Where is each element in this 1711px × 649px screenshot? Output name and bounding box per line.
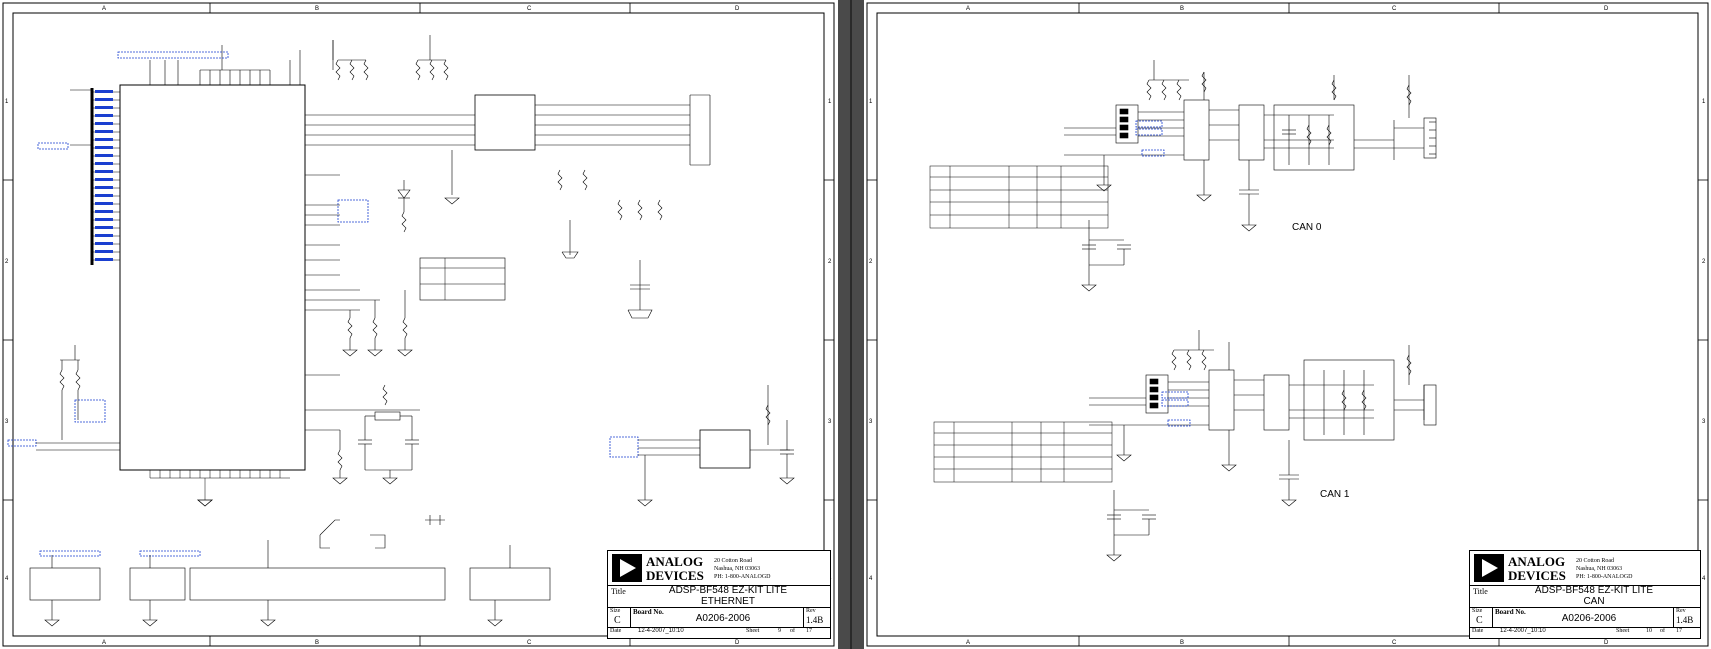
- svg-text:3: 3: [1702, 419, 1706, 425]
- title-label-can: Title: [1473, 587, 1488, 596]
- svg-text:B: B: [315, 640, 319, 646]
- svg-text:1: 1: [1702, 99, 1706, 105]
- svg-text:2: 2: [1702, 259, 1706, 265]
- company-phone: PH: 1-800-ANALOGD: [714, 574, 771, 580]
- rev-label: Rev: [806, 608, 816, 614]
- svg-text:B: B: [1180, 6, 1184, 12]
- of-label: of: [790, 628, 795, 634]
- date-label: Date: [610, 628, 622, 634]
- svg-text:4: 4: [1702, 576, 1706, 582]
- analog-devices-logo: [612, 554, 642, 582]
- svg-text:2: 2: [869, 259, 873, 265]
- svg-text:4: 4: [5, 576, 9, 582]
- can0-label: CAN 0: [1292, 222, 1322, 233]
- date-value-can: 12-4-2007_10:10: [1500, 628, 1546, 634]
- sheet-total-can: 17: [1676, 628, 1682, 634]
- title-block-can: ANALOG DEVICES 20 Cotton Road Nashua, NH…: [1469, 550, 1701, 639]
- company-phone-can: PH: 1-800-ANALOGD: [1576, 574, 1633, 580]
- sheet-total: 17: [806, 628, 812, 634]
- company-address2-can: Nashua, NH 03063: [1576, 566, 1623, 572]
- title-block: ANALOG DEVICES 20 Cotton Road Nashua, NH…: [607, 550, 831, 639]
- sheet-number-can: 10: [1646, 628, 1652, 634]
- sheet-number: 9: [778, 628, 781, 634]
- svg-text:C: C: [527, 640, 532, 646]
- title-line1-can: ADSP-BF548 EZ-KIT LITE: [1534, 585, 1654, 596]
- svg-text:3: 3: [5, 419, 9, 425]
- company-address1-can: 20 Cotton Road: [1576, 558, 1615, 564]
- svg-text:D: D: [735, 6, 740, 12]
- analog-devices-logo-can: [1474, 554, 1504, 582]
- svg-text:3: 3: [828, 419, 832, 425]
- company-header-can: ANALOG DEVICES 20 Cotton Road Nashua, NH…: [1470, 551, 1700, 586]
- title-line2: ETHERNET: [701, 596, 755, 607]
- svg-text:B: B: [1180, 640, 1184, 646]
- board-value-can: A0206-2006: [1561, 613, 1617, 624]
- board-label: Board No.: [633, 608, 664, 616]
- svg-text:C: C: [527, 6, 532, 12]
- date-value: 12-4-2007_10:10: [638, 628, 684, 634]
- date-row-can: Date 12-4-2007_10:10 Sheet 10 of 17: [1470, 627, 1700, 638]
- rev-value-can: 1.4B: [1676, 615, 1694, 625]
- svg-text:1: 1: [5, 99, 9, 105]
- of-label-can: of: [1660, 628, 1665, 634]
- schematic-sheet-can: A B C D A B C D 1 2 3 4 1 2 3 4 CAN 0 CAN 1 ANALOG D…: [864, 0, 1711, 649]
- svg-text:1: 1: [828, 99, 832, 105]
- svg-text:1: 1: [869, 99, 873, 105]
- company-header: ANALOG DEVICES 20 Cotton Road Nashua, NH…: [608, 551, 830, 586]
- board-label-can: Board No.: [1495, 608, 1526, 616]
- company-address2: Nashua, NH 03063: [714, 566, 761, 572]
- triangle-icon: [620, 559, 636, 577]
- company-name-line1-can: ANALOG: [1508, 554, 1566, 569]
- svg-text:A: A: [102, 640, 106, 646]
- company-name-line1: ANALOG: [646, 554, 704, 569]
- size-label-can: Size: [1472, 608, 1483, 614]
- svg-text:D: D: [1604, 6, 1609, 12]
- svg-text:3: 3: [869, 419, 873, 425]
- size-value: C: [614, 615, 621, 626]
- sheet-label-can: Sheet: [1616, 628, 1630, 634]
- svg-text:4: 4: [869, 576, 873, 582]
- rev-value: 1.4B: [806, 615, 824, 625]
- svg-text:A: A: [966, 6, 970, 12]
- size-row: Size C Board No. A0206-2006 Rev 1.4B: [608, 607, 830, 628]
- rev-label-can: Rev: [1676, 608, 1686, 614]
- title-line2-can: CAN: [1583, 596, 1605, 607]
- date-row: Date 12-4-2007_10:10 Sheet 9 of 17: [608, 627, 830, 638]
- size-label: Size: [610, 608, 621, 614]
- title-row-can: Title ADSP-BF548 EZ-KIT LITE CAN: [1470, 585, 1700, 608]
- svg-text:D: D: [1604, 640, 1609, 646]
- can-schematic-drawing: A B C D A B C D 1 2 3 4 1 2 3 4: [866, 2, 1709, 647]
- company-name-line2-can: DEVICES: [1508, 568, 1566, 583]
- svg-text:C: C: [1392, 640, 1397, 646]
- page-divider: [838, 0, 864, 649]
- size-value-can: C: [1476, 615, 1483, 626]
- title-line1: ADSP-BF548 EZ-KIT LITE: [668, 585, 788, 596]
- can1-label: CAN 1: [1320, 489, 1350, 500]
- svg-text:2: 2: [5, 259, 9, 265]
- svg-text:C: C: [1392, 6, 1397, 12]
- triangle-icon: [1482, 559, 1498, 577]
- title-row: Title ADSP-BF548 EZ-KIT LITE ETHERNET: [608, 585, 830, 608]
- svg-text:2: 2: [828, 259, 832, 265]
- board-value: A0206-2006: [695, 613, 751, 624]
- svg-text:D: D: [735, 640, 740, 646]
- company-name-line2: DEVICES: [646, 568, 704, 583]
- svg-text:A: A: [966, 640, 970, 646]
- date-label-can: Date: [1472, 628, 1484, 634]
- svg-text:A: A: [102, 6, 106, 12]
- company-address1: 20 Cotton Road: [714, 558, 753, 564]
- size-row-can: Size C Board No. A0206-2006 Rev 1.4B: [1470, 607, 1700, 628]
- sheet-label: Sheet: [746, 628, 760, 634]
- svg-text:B: B: [315, 6, 319, 12]
- title-label: Title: [611, 587, 626, 596]
